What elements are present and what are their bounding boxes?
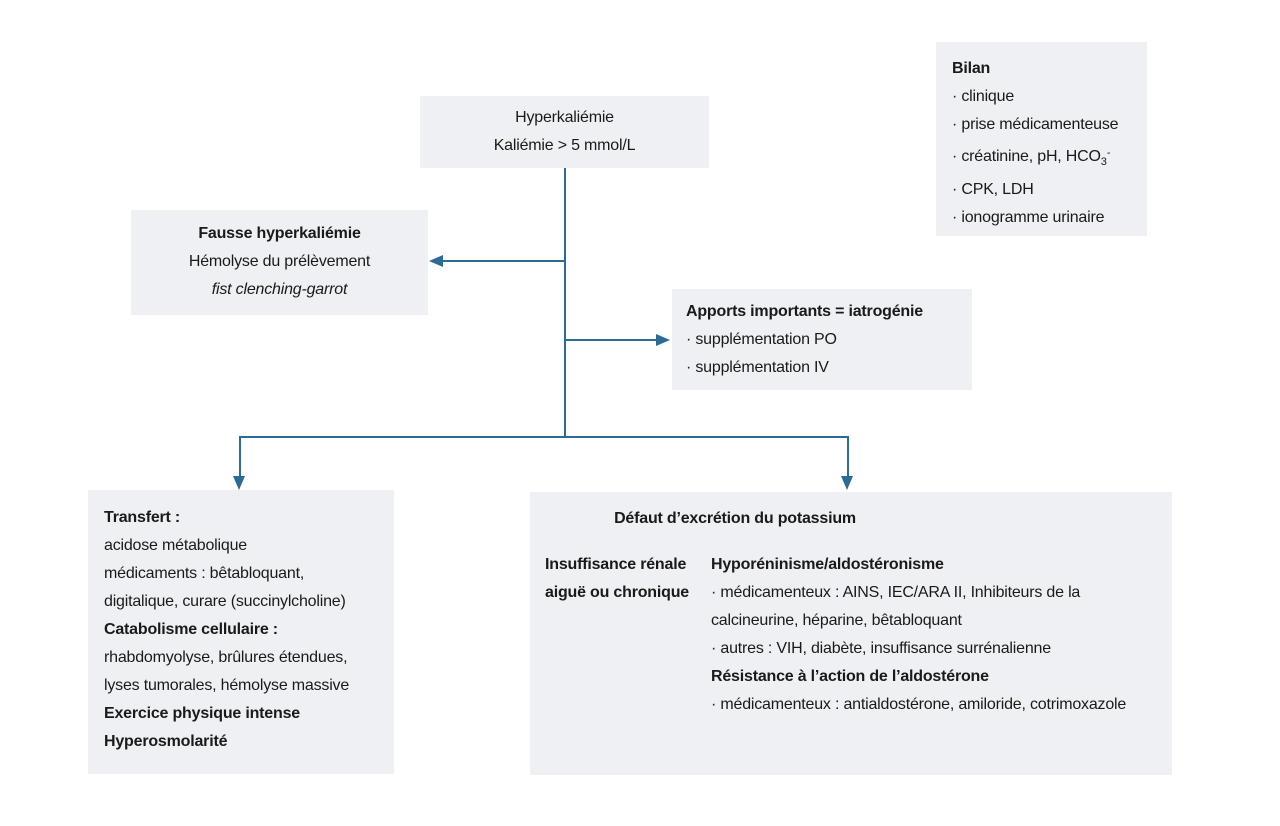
aldosterone-column: Hyporéninisme/aldostéronisme · médicamen… xyxy=(711,551,1157,719)
apports-item: · supplémentation IV xyxy=(686,359,829,376)
insuffisance-line: aiguë ou chronique xyxy=(545,584,689,601)
hyporeninisme-heading: Hyporéninisme/aldostéronisme xyxy=(711,556,944,573)
defaut-columns: Insuffisance rénale aiguë ou chronique H… xyxy=(545,551,1157,719)
connector-branch-horizontal xyxy=(239,436,849,438)
catabolisme-heading: Catabolisme cellulaire : xyxy=(104,621,278,638)
transfert-line: digitalique, curare (succinylcholine) xyxy=(104,593,346,610)
bilan-item: · CPK, LDH xyxy=(952,181,1034,198)
box-bilan: Bilan · clinique · prise médicamenteuse … xyxy=(936,42,1147,236)
bilan-item: · créatinine, pH, HCO3- xyxy=(952,139,1131,176)
resistance-heading: Résistance à l’action de l’aldostérone xyxy=(711,668,989,685)
transfert-line: lyses tumorales, hémolyse massive xyxy=(104,677,350,694)
bilan-item: · ionogramme urinaire xyxy=(952,209,1105,226)
bilan-item-text: · créatinine, pH, HCO xyxy=(952,148,1101,165)
transfert-line: médicaments : bêtabloquant, xyxy=(104,565,305,582)
bilan-item: · prise médicamenteuse xyxy=(952,116,1119,133)
apports-title: Apports importants = iatrogénie xyxy=(686,303,923,320)
defaut-title: Défaut d’excrétion du potassium xyxy=(614,510,856,527)
aldosterone-line: · médicamenteux : AINS, IEC/ARA II, Inhi… xyxy=(711,584,1081,601)
connector-main-vertical xyxy=(564,168,566,437)
fausse-title: Fausse hyperkaliémie xyxy=(198,225,361,242)
insuffisance-renale-column: Insuffisance rénale aiguë ou chronique xyxy=(545,551,695,719)
bilan-title: Bilan xyxy=(952,60,991,77)
hyperosmolarite-heading: Hyperosmolarité xyxy=(104,733,228,750)
hco3-subscript: 3 xyxy=(1100,156,1107,168)
exercice-heading: Exercice physique intense xyxy=(104,705,300,722)
box-apports: Apports importants = iatrogénie · supplé… xyxy=(672,289,972,390)
hyperkaliemie-title: Hyperkaliémie xyxy=(515,109,614,126)
connector-to-apports xyxy=(565,339,657,341)
box-fausse-hyperkaliemie: Fausse hyperkaliémie Hémolyse du prélève… xyxy=(131,210,428,315)
aldosterone-line: calcineurine, héparine, bêtabloquant xyxy=(711,612,962,629)
apports-item: · supplémentation PO xyxy=(686,331,837,348)
bilan-item: · clinique xyxy=(952,88,1015,105)
arrowhead-down-right-icon xyxy=(841,476,853,490)
arrowhead-right-icon xyxy=(656,334,670,346)
transfert-line: rhabdomyolyse, brûlures étendues, xyxy=(104,649,348,666)
aldosterone-line: · autres : VIH, diabète, insuffisance su… xyxy=(711,640,1051,657)
hyperkaliemie-value: Kaliémie > 5 mmol/L xyxy=(493,137,636,154)
transfert-line: acidose métabolique xyxy=(104,537,247,554)
box-hyperkaliemie: Hyperkaliémie Kaliémie > 5 mmol/L xyxy=(420,96,709,168)
connector-drop-right xyxy=(847,436,849,478)
fausse-line-italic: fist clenching-garrot xyxy=(211,281,348,298)
hco3-superscript: - xyxy=(1106,147,1111,159)
aldosterone-line: · médicamenteux : antialdostérone, amilo… xyxy=(711,696,1127,713)
connector-drop-left xyxy=(239,436,241,478)
insuffisance-line: Insuffisance rénale xyxy=(545,556,687,573)
connector-to-fausse xyxy=(443,260,565,262)
fausse-line: Hémolyse du prélèvement xyxy=(188,253,371,270)
arrowhead-down-left-icon xyxy=(233,476,245,490)
box-transfert: Transfert : acidose métabolique médicame… xyxy=(88,490,394,774)
box-defaut-excretion: Défaut d’excrétion du potassium Insuffis… xyxy=(530,492,1172,775)
transfert-heading: Transfert : xyxy=(104,509,181,526)
arrowhead-left-icon xyxy=(429,255,443,267)
